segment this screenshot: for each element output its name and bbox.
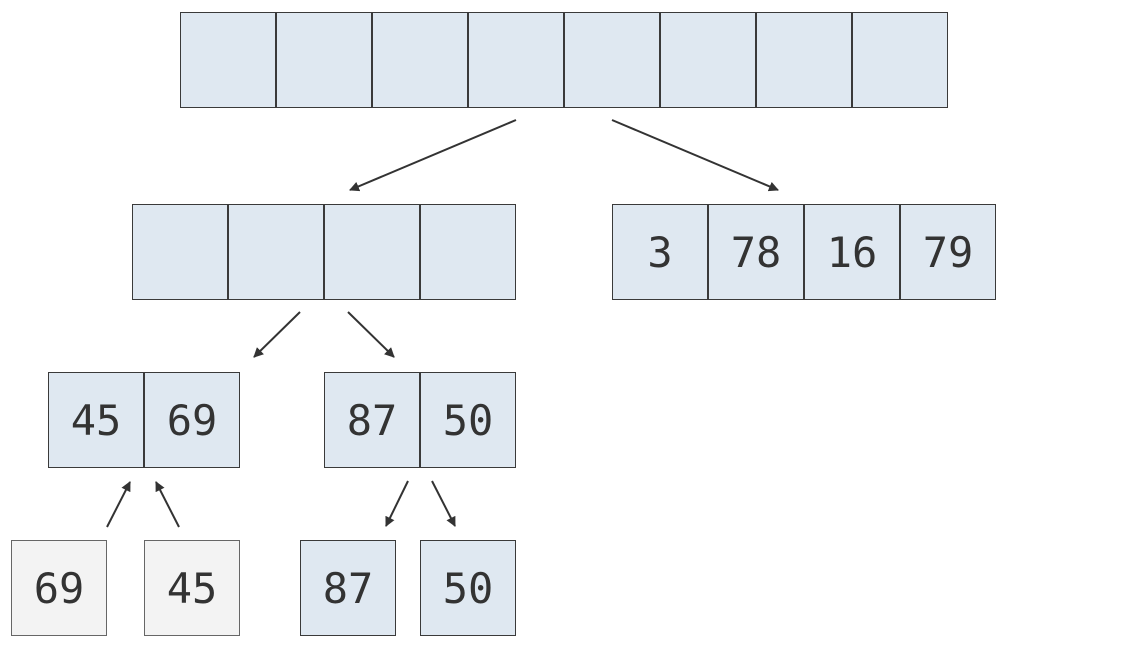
- root-array-cell: [180, 12, 276, 108]
- root-array-cell: [468, 12, 564, 108]
- root-array-cell: [660, 12, 756, 108]
- left-half-cell: [420, 204, 516, 300]
- right-half-cell: 79: [900, 204, 996, 300]
- single-element-3: 87: [300, 540, 396, 636]
- arrow-root-to-right-half: [611, 119, 779, 192]
- arrow-left-half-to-pair-1: [253, 311, 301, 358]
- right-half-cell: 16: [804, 204, 900, 300]
- arrow-pair-2-to-single-4: [431, 480, 456, 527]
- arrow-pair-2-to-single-3: [385, 480, 409, 527]
- root-array-cell: [564, 12, 660, 108]
- single-element-1: 69: [11, 540, 107, 636]
- pair-cell: 87: [324, 372, 420, 468]
- root-array-cell: [852, 12, 948, 108]
- pair-cell: 69: [144, 372, 240, 468]
- pair-cell: 50: [420, 372, 516, 468]
- right-half-cell: 3: [612, 204, 708, 300]
- root-array-cell: [276, 12, 372, 108]
- arrow-single-2-to-pair-1: [155, 481, 180, 528]
- left-half-cell: [324, 204, 420, 300]
- right-half-cell: 78: [708, 204, 804, 300]
- pair-cell: 45: [48, 372, 144, 468]
- arrow-left-half-to-pair-2: [347, 311, 395, 358]
- root-array-cell: [372, 12, 468, 108]
- single-element-4: 50: [420, 540, 516, 636]
- left-half-cell: [228, 204, 324, 300]
- arrow-single-1-to-pair-1: [106, 481, 131, 528]
- left-half-cell: [132, 204, 228, 300]
- single-element-2: 45: [144, 540, 240, 636]
- root-array-cell: [756, 12, 852, 108]
- arrow-root-to-left-half: [349, 119, 517, 192]
